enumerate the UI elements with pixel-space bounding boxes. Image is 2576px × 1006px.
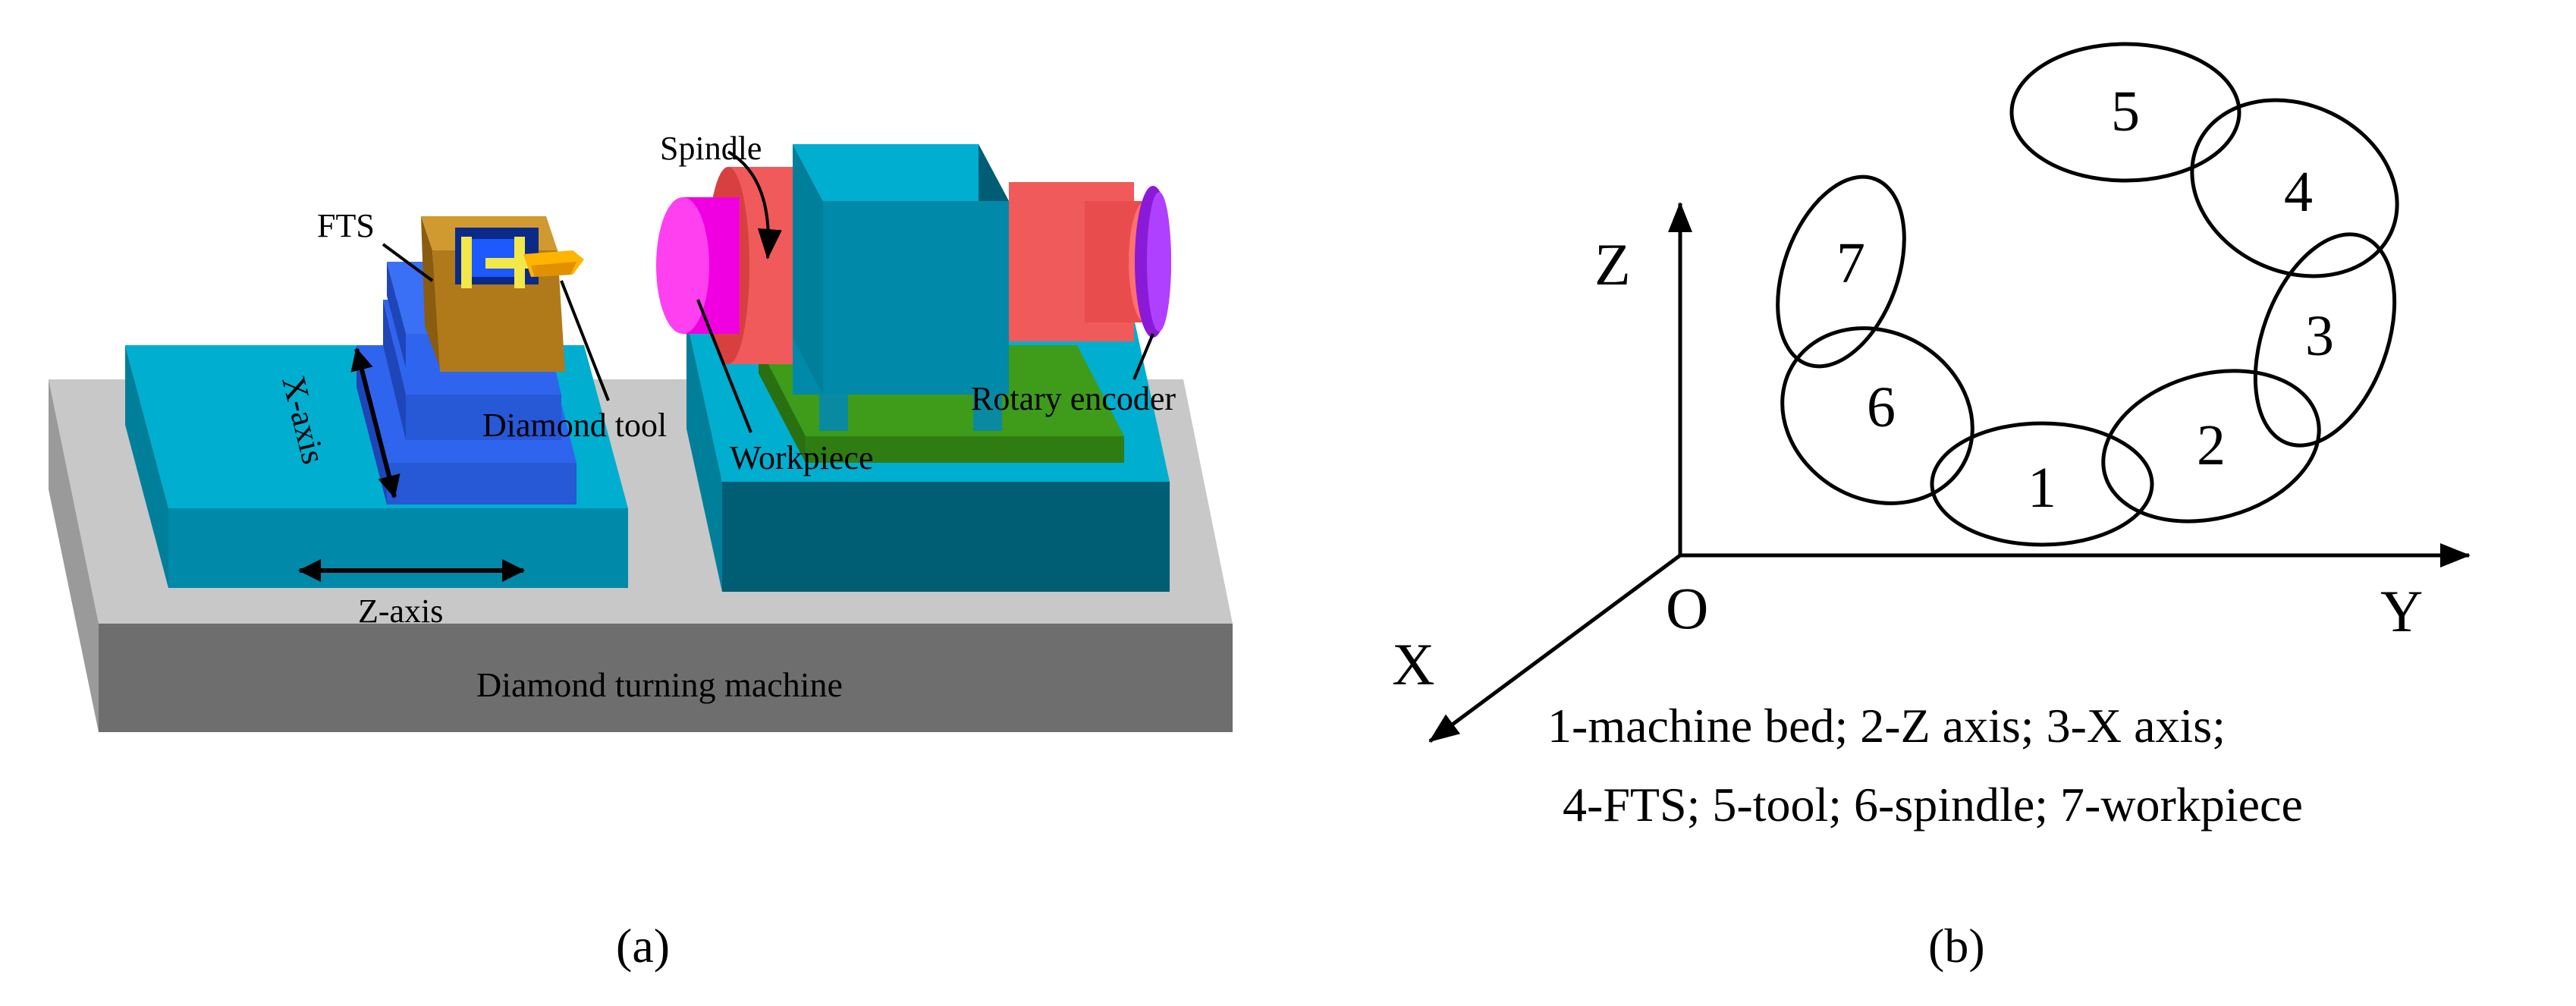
x-axis-arrow — [350, 347, 401, 498]
x-axis-line — [1428, 553, 1682, 743]
spindle-rear — [1009, 182, 1171, 341]
node-2-ellipse — [2101, 369, 2321, 523]
node-5-ellipse — [2009, 42, 2241, 183]
origin-label: O — [1666, 575, 1708, 641]
node-7-label: 7 — [1836, 231, 1865, 295]
label-spindle: Spindle — [660, 130, 762, 167]
rotary-encoder-leader — [1132, 333, 1154, 380]
label-rotary-encoder: Rotary encoder — [971, 380, 1176, 417]
node-1-label: 1 — [2028, 456, 2056, 520]
node-4-label: 4 — [2284, 160, 2313, 224]
node-7-ellipse — [1776, 174, 1906, 369]
axis-label-y: Y — [2380, 578, 2423, 644]
legend-line-1: 1-machine bed; 2-Z axis; 3-X axis; — [1547, 699, 2226, 753]
label-z-axis: Z-axis — [358, 593, 443, 630]
legend-line-2: 4-FTS; 5-tool; 6-spindle; 7-workpiece — [1563, 778, 2303, 832]
diamond-tool — [523, 250, 584, 277]
label-workpiece: Workpiece — [730, 439, 873, 476]
label-diamond-tool: Diamond tool — [482, 407, 667, 444]
node-1-ellipse — [1930, 421, 2154, 547]
label-fts: FTS — [317, 207, 375, 244]
node-6-label: 6 — [1867, 376, 1896, 439]
axis-label-x: X — [1392, 631, 1434, 697]
caption-b: (b) — [1928, 919, 1985, 973]
diamond-tool-leader — [560, 280, 610, 401]
workpiece-leader — [696, 299, 752, 433]
node-5-label: 5 — [2111, 80, 2140, 143]
spindle-leader — [727, 150, 782, 259]
panel-b-diagram: Z Y X O 1 2 3 4 5 6 7 1-machine bed; 2-Z… — [1392, 42, 2471, 973]
spindle-front — [656, 167, 796, 364]
node-3-label: 3 — [2305, 304, 2334, 368]
fts-unit — [421, 216, 565, 372]
node-2-label: 2 — [2197, 413, 2226, 477]
label-machine: Diamond turning machine — [476, 665, 843, 704]
node-3-ellipse — [2253, 232, 2397, 448]
panel-a-illustration: FTS Spindle X-axis Z-axis Diamond tool W… — [49, 130, 1233, 973]
node-4-ellipse — [2190, 98, 2399, 278]
caption-a: (a) — [616, 919, 670, 973]
fts-leader — [382, 243, 434, 282]
axis-label-z: Z — [1594, 231, 1631, 297]
node-6-ellipse — [1780, 326, 1974, 505]
spindle-housing — [793, 144, 1009, 395]
